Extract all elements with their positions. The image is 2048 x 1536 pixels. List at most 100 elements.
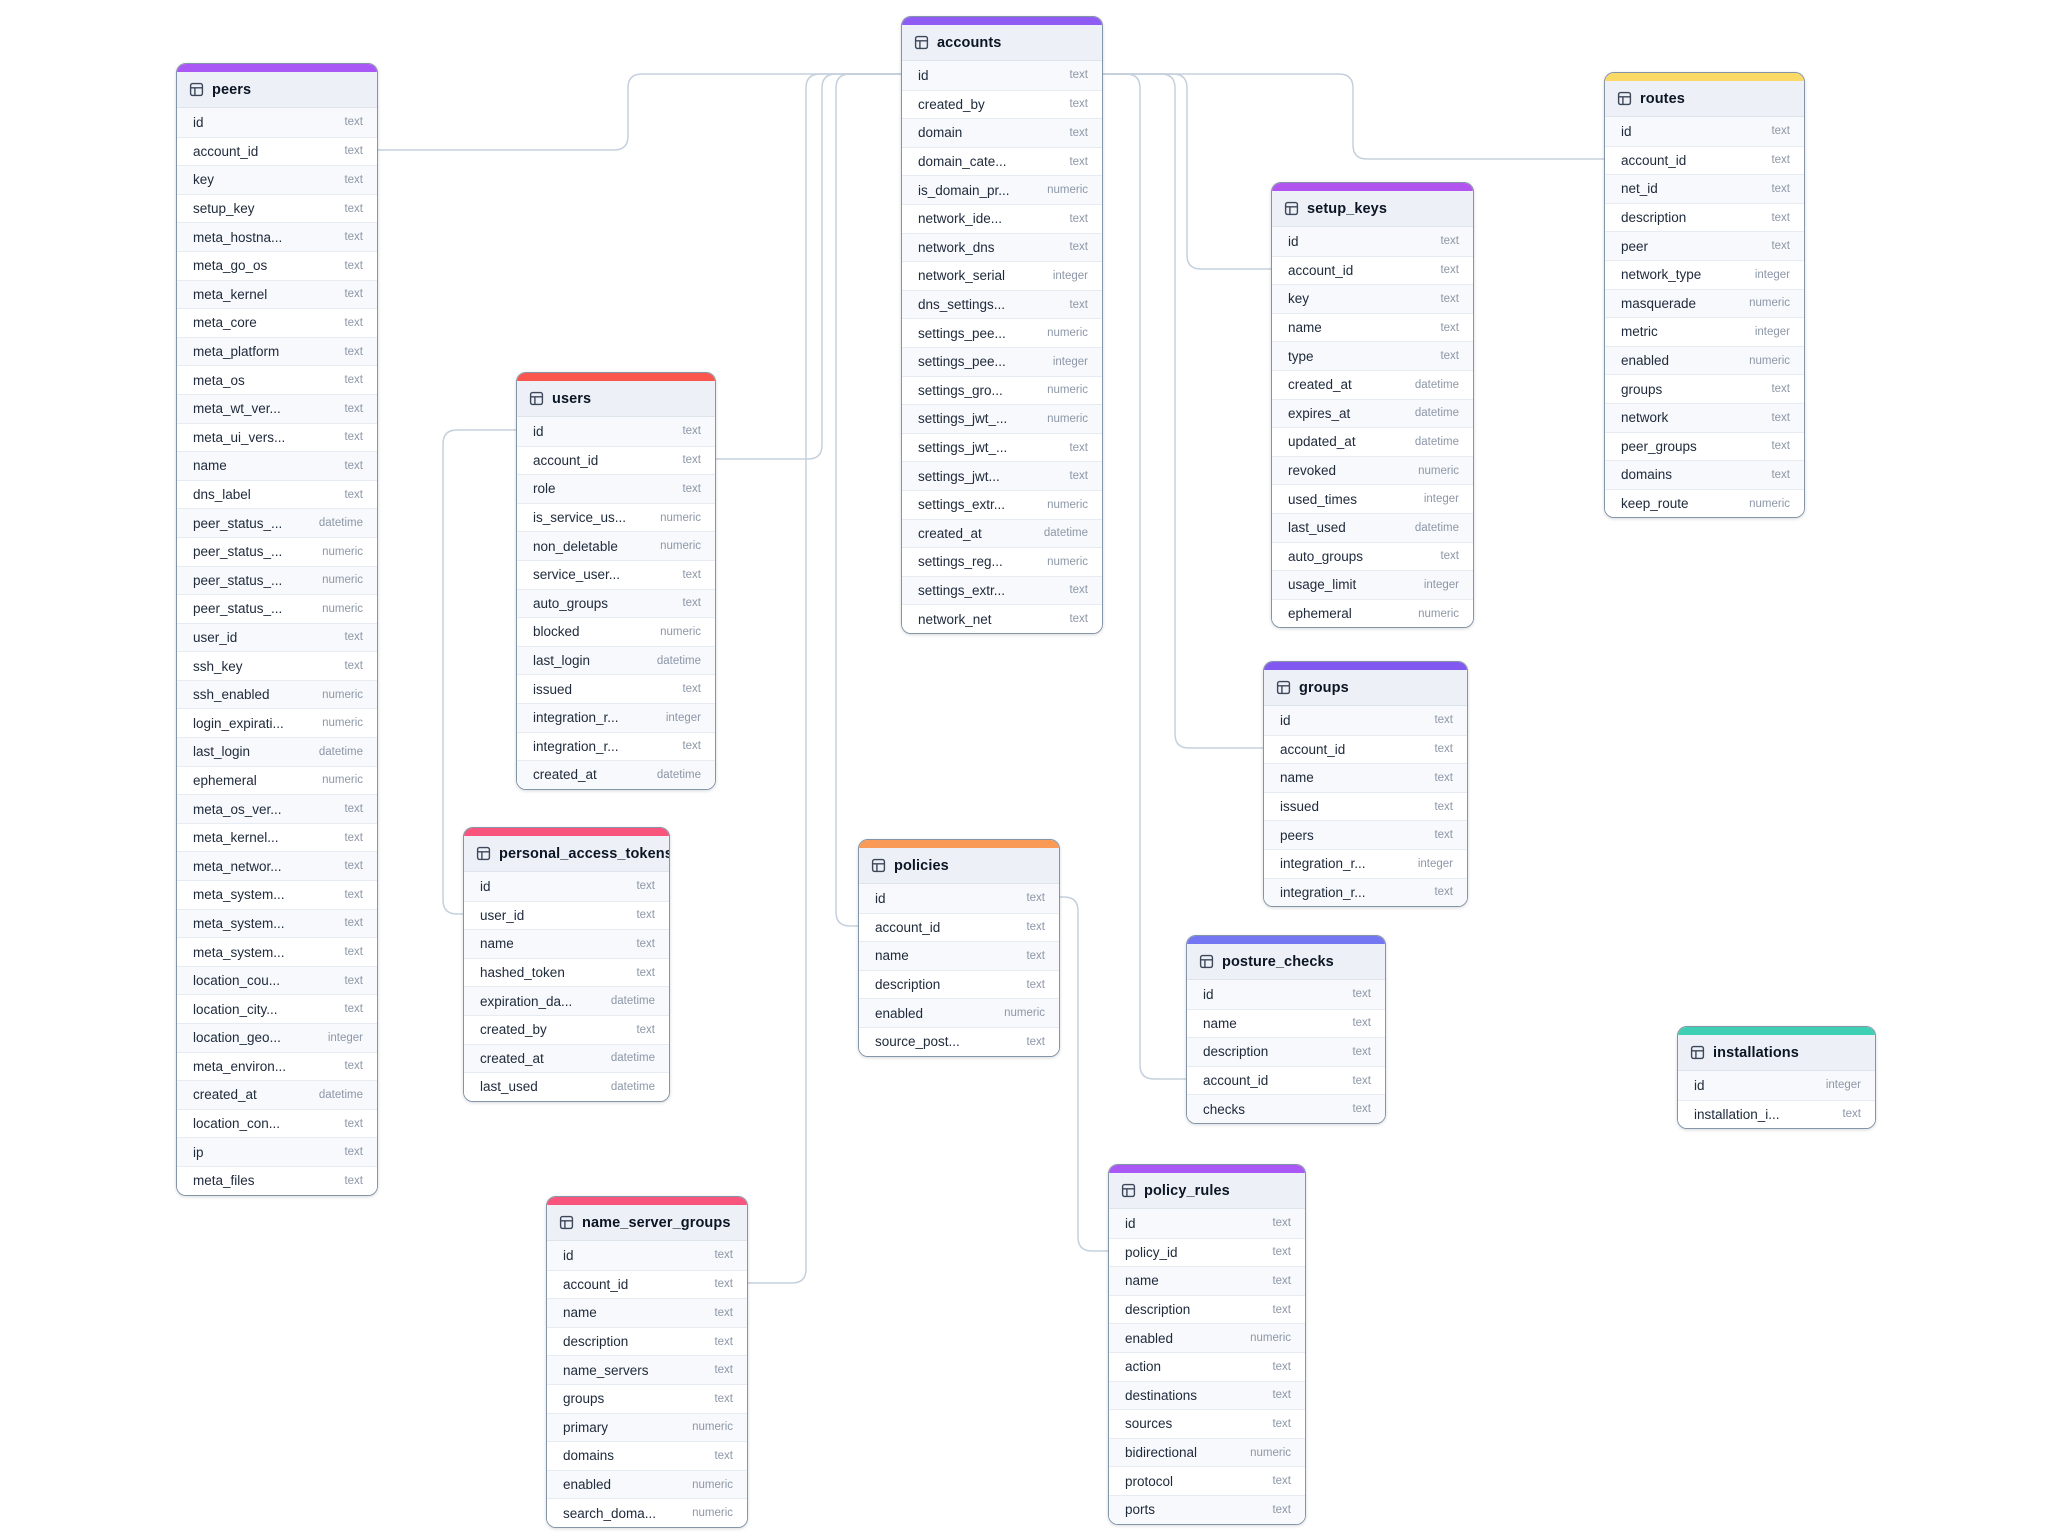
relationship-posture_checks.account_id-accounts.id bbox=[1101, 73, 1186, 1080]
field-type: datetime bbox=[610, 995, 655, 1008]
table-header-policies[interactable]: policies bbox=[859, 848, 1059, 884]
relationship-policy_rules.policy_id-policies.id bbox=[1058, 896, 1108, 1252]
field-type: text bbox=[344, 345, 363, 358]
table-header-posture_checks[interactable]: posture_checks bbox=[1187, 944, 1385, 980]
field-type: text bbox=[1771, 125, 1790, 138]
field-type: numeric bbox=[322, 602, 363, 615]
field-name: used_times bbox=[1288, 491, 1358, 507]
field-type: text bbox=[344, 946, 363, 959]
field-users-is_service_us...: is_service_us...numeric bbox=[517, 502, 715, 532]
field-name: integration_r... bbox=[1280, 856, 1366, 872]
table-header-accounts[interactable]: accounts bbox=[902, 25, 1102, 61]
field-type: numeric bbox=[1418, 607, 1459, 620]
field-type: text bbox=[1352, 1017, 1371, 1030]
field-type: integer bbox=[1825, 1079, 1861, 1092]
field-name: name bbox=[875, 948, 909, 964]
table-color-bar bbox=[1187, 936, 1385, 944]
field-name: bidirectional bbox=[1125, 1445, 1198, 1461]
field-type: numeric bbox=[1047, 384, 1088, 397]
table-title: policies bbox=[894, 857, 949, 874]
field-name: id bbox=[1621, 123, 1632, 139]
table-header-installations[interactable]: installations bbox=[1678, 1035, 1875, 1071]
table-header-name_server_groups[interactable]: name_server_groups bbox=[547, 1205, 747, 1241]
field-type: text bbox=[1272, 1389, 1291, 1402]
field-type: text bbox=[714, 1449, 733, 1462]
table-header-users[interactable]: users bbox=[517, 381, 715, 417]
field-type: numeric bbox=[1047, 184, 1088, 197]
field-name: meta_os bbox=[193, 372, 245, 388]
field-type: text bbox=[682, 683, 701, 696]
table-header-personal_access_tokens[interactable]: personal_access_tokens bbox=[464, 836, 669, 872]
table-icon bbox=[529, 391, 544, 406]
field-installations-installation_i...: installation_i...text bbox=[1678, 1099, 1875, 1129]
field-accounts-settings_reg...: settings_reg...numeric bbox=[902, 547, 1102, 576]
field-type: datetime bbox=[656, 654, 701, 667]
field-type: text bbox=[344, 860, 363, 873]
field-type: text bbox=[682, 454, 701, 467]
relationship-name_server_groups.account_id-accounts.id bbox=[746, 73, 901, 1284]
field-peers-meta_system...: meta_system...text bbox=[177, 880, 377, 909]
field-accounts-is_domain_pr...: is_domain_pr...numeric bbox=[902, 175, 1102, 204]
field-name: blocked bbox=[533, 624, 580, 640]
table-title: posture_checks bbox=[1222, 953, 1334, 970]
field-name: description bbox=[1203, 1044, 1269, 1060]
relationship-groups.account_id-accounts.id bbox=[1101, 73, 1263, 749]
field-name: expires_at bbox=[1288, 405, 1351, 421]
table-header-groups[interactable]: groups bbox=[1264, 670, 1467, 706]
field-type: text bbox=[344, 660, 363, 673]
table-header-policy_rules[interactable]: policy_rules bbox=[1109, 1173, 1305, 1209]
field-name: account_id bbox=[1280, 741, 1346, 757]
field-type: text bbox=[682, 482, 701, 495]
field-name: expiration_da... bbox=[480, 993, 573, 1009]
field-name: domains bbox=[1621, 467, 1673, 483]
field-name: settings_extr... bbox=[918, 497, 1006, 513]
field-name: source_post... bbox=[875, 1034, 960, 1050]
table-header-peers[interactable]: peers bbox=[177, 72, 377, 108]
table-header-setup_keys[interactable]: setup_keys bbox=[1272, 191, 1473, 227]
field-type: text bbox=[344, 402, 363, 415]
field-name: user_id bbox=[193, 629, 238, 645]
field-type: text bbox=[344, 259, 363, 272]
field-name: created_at bbox=[918, 525, 982, 541]
field-name: domain_cate... bbox=[918, 154, 1007, 170]
field-name: non_deletable bbox=[533, 538, 618, 554]
field-type: datetime bbox=[610, 1080, 655, 1093]
field-name: account_id bbox=[193, 143, 259, 159]
table-header-routes[interactable]: routes bbox=[1605, 81, 1804, 117]
field-name: net_id bbox=[1621, 181, 1658, 197]
field-name: domains bbox=[563, 1448, 615, 1464]
field-name: ip bbox=[193, 1144, 204, 1160]
table-title: setup_keys bbox=[1307, 200, 1387, 217]
